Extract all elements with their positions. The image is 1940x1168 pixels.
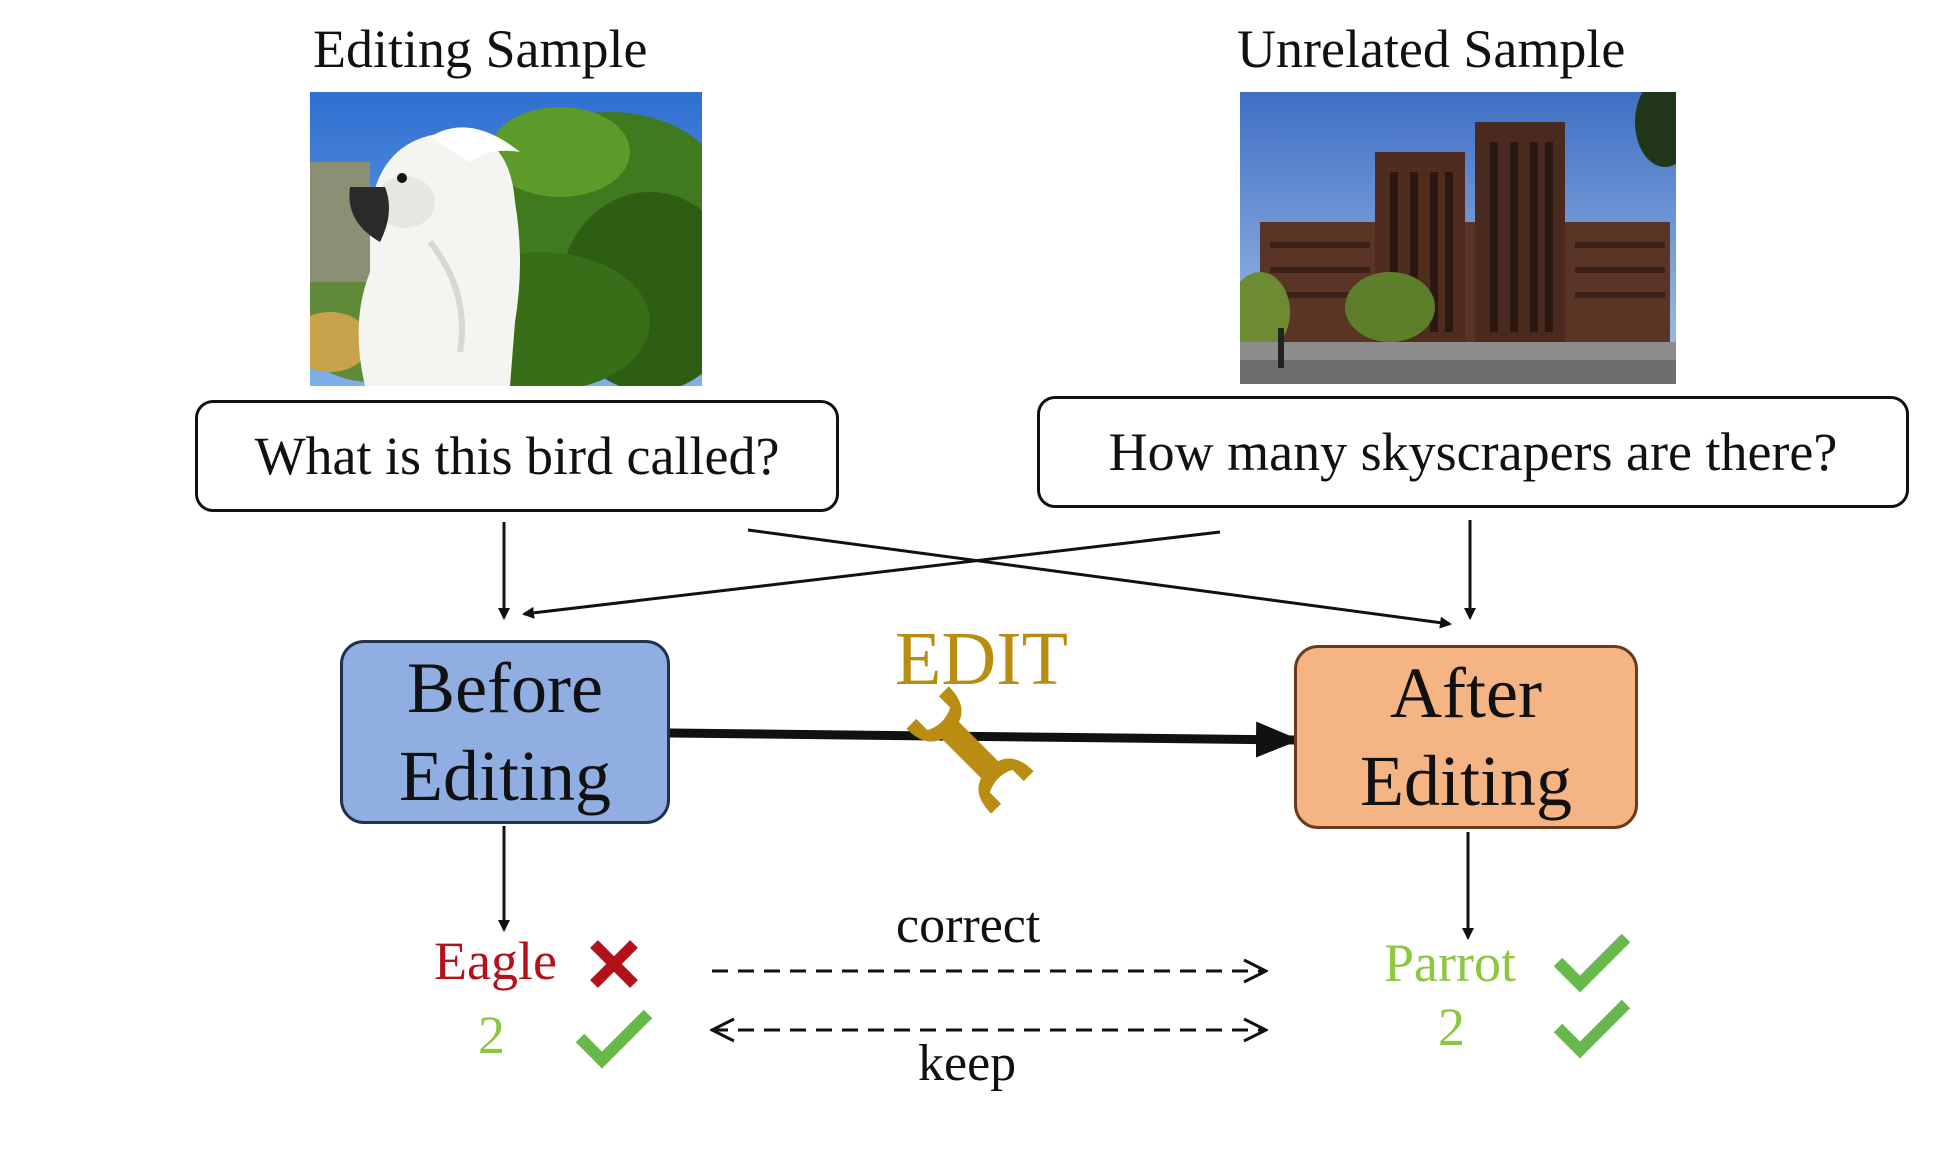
check-icon <box>574 1006 654 1070</box>
cross-icon <box>588 938 640 990</box>
editing-sample-title: Editing Sample <box>313 19 648 79</box>
arrow-left-to-after <box>747 528 1452 629</box>
after-line1: After <box>1390 653 1542 733</box>
check-icon <box>1552 930 1632 994</box>
after-answer-parrot: Parrot <box>1384 933 1516 993</box>
edit-label: EDIT <box>895 617 1069 701</box>
left-question-text: What is this bird called? <box>254 426 780 486</box>
arrow-right-to-before <box>522 530 1221 619</box>
cockatoo-photo <box>310 92 702 386</box>
after-editing-box: After Editing <box>1294 645 1638 829</box>
after-line2: Editing <box>1360 741 1572 821</box>
keep-label: keep <box>918 1035 1017 1092</box>
before-answer-eagle: Eagle <box>434 931 557 991</box>
city-hall-photo <box>1240 92 1676 384</box>
after-answer-2: 2 <box>1438 997 1465 1057</box>
before-answer-2: 2 <box>478 1005 505 1065</box>
before-editing-box: Before Editing <box>340 640 670 824</box>
left-question-box: What is this bird called? <box>195 400 839 512</box>
before-line1: Before <box>407 648 603 728</box>
right-question-text: How many skyscrapers are there? <box>1108 422 1838 482</box>
right-question-box: How many skyscrapers are there? <box>1037 396 1909 508</box>
before-line2: Editing <box>399 736 611 816</box>
unrelated-sample-title: Unrelated Sample <box>1237 19 1626 79</box>
check-icon <box>1552 996 1632 1060</box>
wrench-icon <box>900 680 1040 820</box>
correct-label: correct <box>896 897 1041 954</box>
